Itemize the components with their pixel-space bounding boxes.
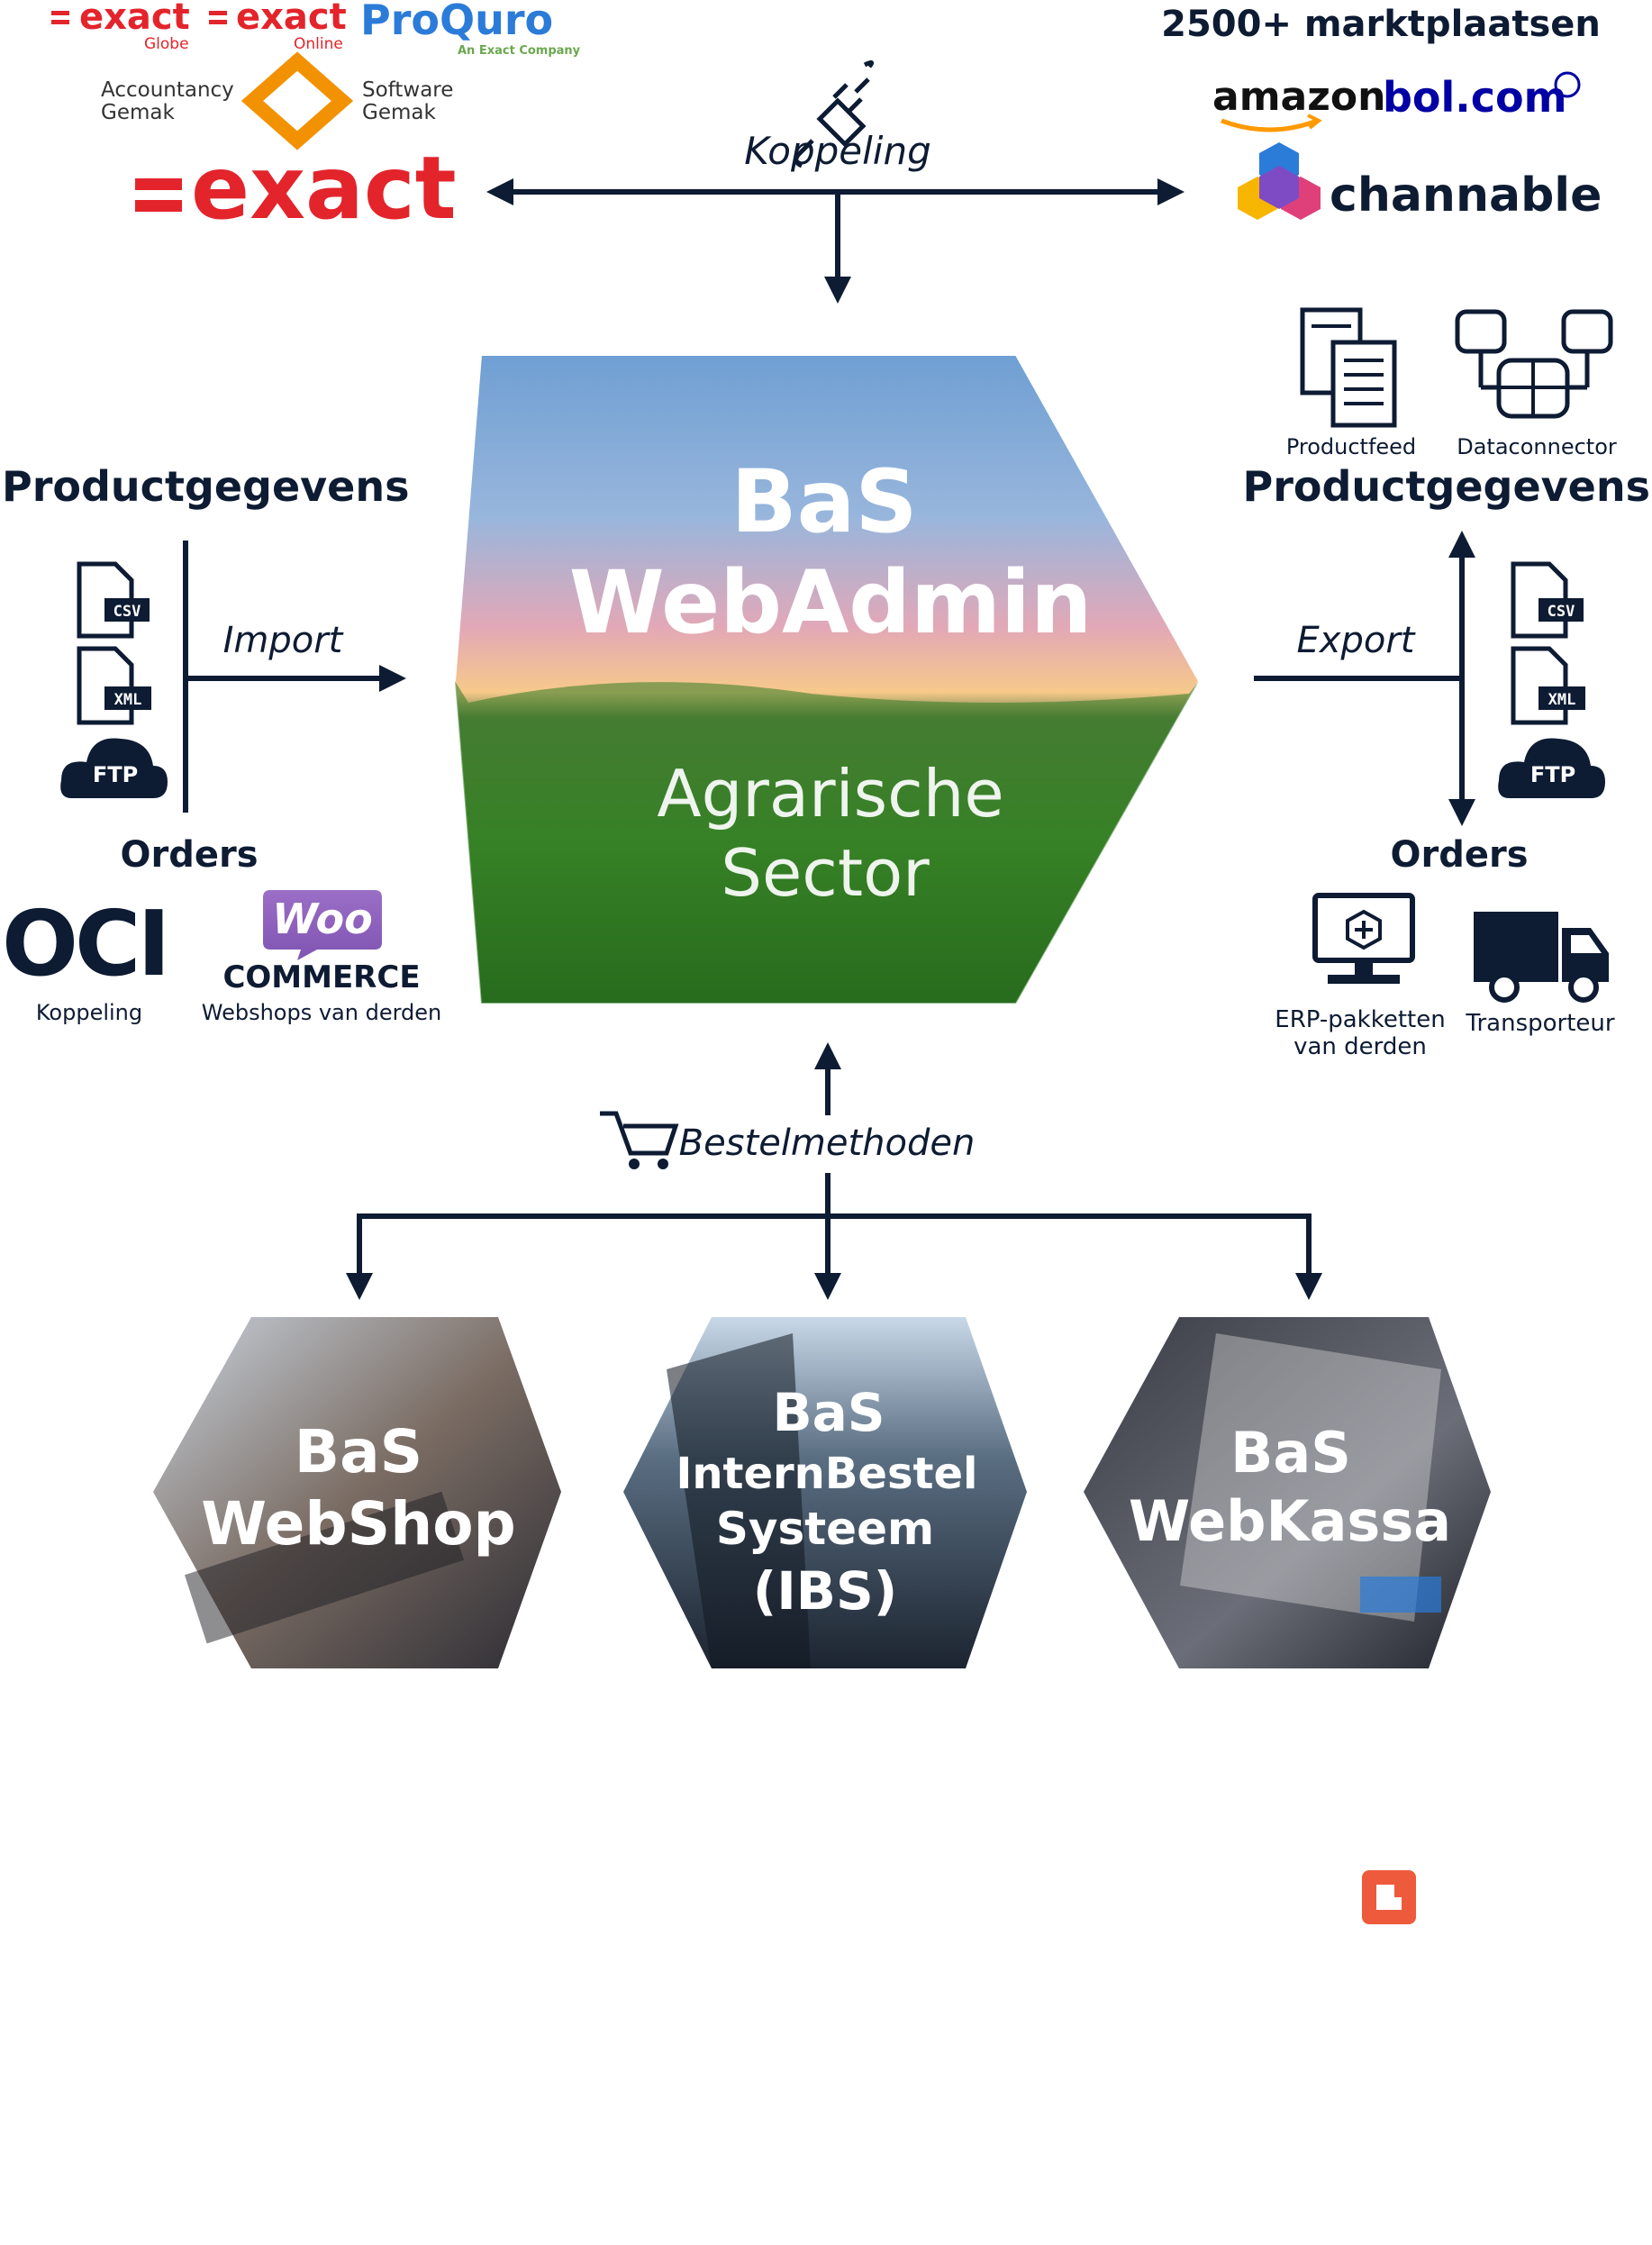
right-csv-text: CSV <box>1548 603 1575 621</box>
woo-word: Woo <box>272 895 372 943</box>
accountancy-line2: Gemak <box>101 101 175 124</box>
ibs-line2: InternBestel <box>676 1449 977 1499</box>
exact-globe-sub: Globe <box>144 35 189 53</box>
truck-icon <box>1474 912 1609 1003</box>
oci-caption: Koppeling <box>36 1000 142 1025</box>
left-xml-text: XML <box>114 691 142 709</box>
exact-online-word: exact <box>236 0 347 38</box>
commerce-word: COMMERCE <box>222 959 420 995</box>
center-title-line1: BaS <box>731 451 917 552</box>
amazon-word: amazon <box>1212 74 1385 120</box>
right-ftp-cloud-icon: FTP <box>1498 738 1605 798</box>
center-hexagon: BaS WebAdmin Agrarische Sector <box>453 354 1201 1004</box>
webkassa-line2: WebKassa <box>1129 1488 1451 1554</box>
webkassa-hexagon: BaS WebKassa <box>1084 1317 1491 1668</box>
dataconnector-icon <box>1455 309 1613 419</box>
bol-logo: bol.com <box>1383 71 1581 122</box>
left-csv-file-icon: CSV <box>77 561 150 639</box>
right-ftp-text: FTP <box>1530 762 1575 787</box>
oci-word: OCI <box>2 891 168 996</box>
koppeling-label: Koppeling <box>744 129 931 173</box>
exact-online-sub: Online <box>294 35 343 53</box>
exact-main-word: exact <box>191 138 457 239</box>
accountancy-line1: Accountancy <box>101 78 234 102</box>
exact-main-logo: exact <box>135 138 457 239</box>
export-label: Export <box>1297 620 1416 661</box>
webshop-line1: BaS <box>295 1417 422 1486</box>
bol-word: bol.com <box>1383 73 1567 122</box>
ibs-line4: (IBS) <box>753 1560 898 1622</box>
bestel-branch-line <box>357 1213 1312 1286</box>
ibs-line1: BaS <box>772 1382 885 1443</box>
proquro-logo: ProQuro An Exact Company <box>360 0 581 58</box>
ibs-line3: Systeem <box>716 1503 934 1555</box>
gemak-logo: Accountancy Gemak Software Gemak <box>101 51 453 150</box>
woocommerce-logo: Woo COMMERCE <box>222 890 421 995</box>
bestelmethoden-label: Bestelmethoden <box>679 1122 976 1164</box>
ibs-hexagon: BaS InternBestel Systeem (IBS) <box>623 1317 1027 1668</box>
right-xml-file-icon: XML <box>1511 646 1585 725</box>
channable-cube-icon <box>1238 142 1321 220</box>
channable-word: channable <box>1330 168 1602 223</box>
oci-logo: OCI <box>2 891 171 996</box>
right-xml-text: XML <box>1548 691 1576 709</box>
software-line2: Gemak <box>362 101 436 124</box>
exact-globe-word: exact <box>79 0 190 38</box>
channable-logo: channable <box>1238 142 1602 223</box>
marktplaatsen-heading: 2500+ marktplaatsen <box>1161 4 1601 45</box>
left-xml-file-icon: XML <box>77 646 151 725</box>
right-csv-file-icon: CSV <box>1511 561 1584 639</box>
erp-line2: van derden <box>1293 1033 1427 1060</box>
left-csv-text: CSV <box>113 603 141 621</box>
exact-globe-logo: exact Globe <box>51 0 190 53</box>
webshop-hexagon: BaS WebShop <box>153 1317 561 1668</box>
erp-monitor-icon <box>1312 893 1415 984</box>
import-label: Import <box>223 620 344 661</box>
productfeed-icon <box>1300 307 1397 428</box>
right-orders-heading: Orders <box>1390 834 1528 876</box>
gemak-diamond-icon <box>241 51 354 150</box>
dataconnector-label: Dataconnector <box>1457 434 1617 459</box>
left-productgegevens-heading: Productgegevens <box>2 462 410 511</box>
left-orders-heading: Orders <box>120 834 258 876</box>
woo-caption: Webshops van derden <box>202 1000 442 1025</box>
proquro-sub: An Exact Company <box>458 44 581 58</box>
erp-line1: ERP-pakketten <box>1275 1006 1445 1033</box>
center-title-line2: WebAdmin <box>569 552 1093 653</box>
cart-icon <box>600 1111 679 1169</box>
center-sub-line2: Sector <box>721 835 930 911</box>
amazon-logo: amazon <box>1212 74 1385 132</box>
proquro-word: ProQuro <box>360 0 553 44</box>
transporteur-label: Transporteur <box>1465 1010 1614 1037</box>
plug-icon <box>794 59 875 168</box>
right-productgegevens-heading: Productgegevens <box>1243 462 1651 511</box>
center-sub-line1: Agrarische <box>657 756 1003 832</box>
productfeed-label: Productfeed <box>1286 434 1416 459</box>
webshop-line2: WebShop <box>201 1489 516 1559</box>
software-line1: Software <box>362 78 453 102</box>
webkassa-line1: BaS <box>1230 1420 1351 1486</box>
badge-icon <box>1362 1870 1416 1924</box>
exact-online-logo: exact Online <box>209 0 347 53</box>
left-ftp-text: FTP <box>93 762 138 787</box>
left-ftp-cloud-icon: FTP <box>60 738 168 798</box>
